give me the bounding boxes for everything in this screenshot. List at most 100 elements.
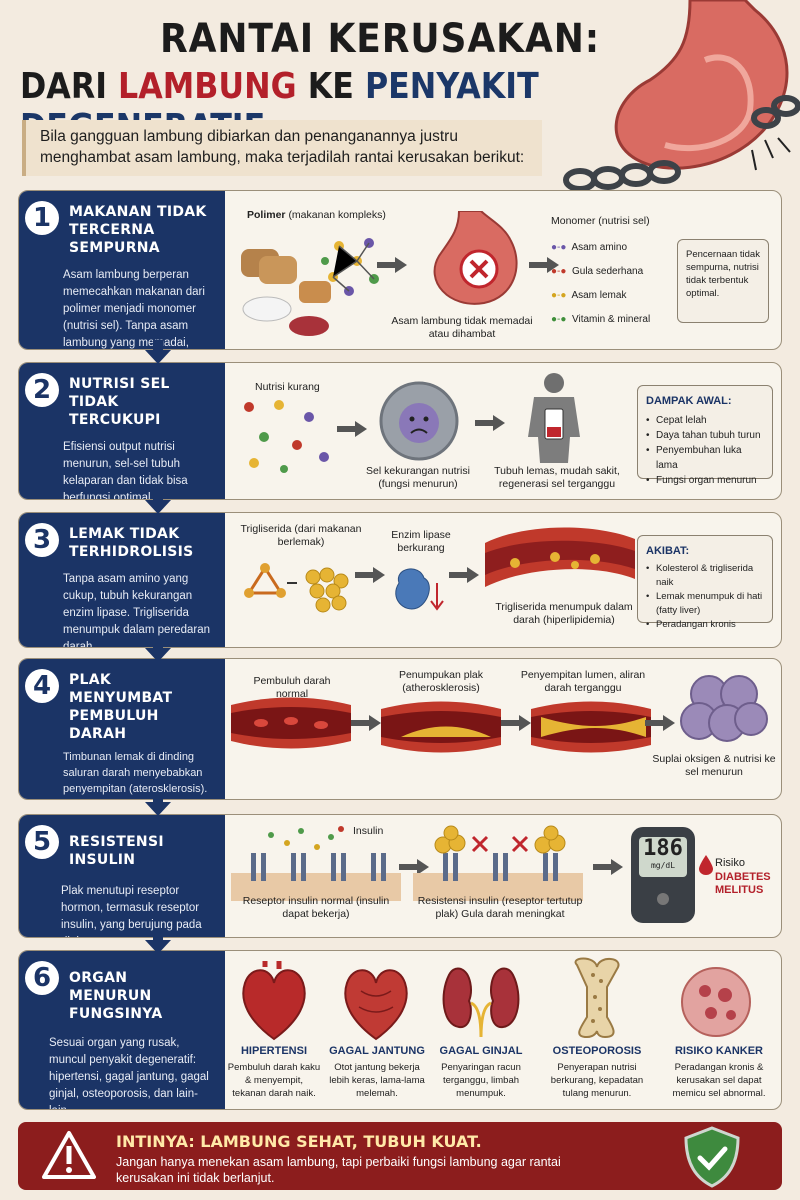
akibat-box: AKIBAT: Kolesterol & trigliserida naik L… [637, 535, 773, 632]
organ-desc: Penyaringan racun terganggu, limbah menu… [441, 1062, 521, 1099]
dampak-awal-box: DAMPAK AWAL: Cepat lelah Daya tahan tubu… [637, 385, 773, 488]
organ-name: HIPERTENSI [240, 1045, 307, 1057]
risk-label: Risiko [715, 857, 745, 869]
organ-desc: Penyerapan nutrisi berkurang, kepadatan … [550, 1062, 644, 1099]
heart-icon [242, 961, 306, 1041]
box-title: DAMPAK AWAL: [646, 395, 732, 407]
stomach-blocked-icon [433, 211, 518, 305]
step-1-panel: 1 MAKANAN TIDAK TERCERNA SEMPURNA Asam l… [18, 190, 782, 350]
food-polymer-icon [241, 238, 379, 336]
arrow-right-icon [529, 257, 559, 273]
glucose-meter: 186 mg/dL [631, 827, 695, 923]
organ-desc: Peradangan kronis & kerusakan sel dapat … [672, 1062, 766, 1099]
conclusion-headline: INTINYA: LAMBUNG SEHAT, TUBUH KUAT. [116, 1132, 482, 1151]
nutrient-dots-icon [244, 400, 329, 473]
box-item: Daya tahan tubuh turun [646, 428, 764, 443]
step-number: 5 [25, 825, 59, 859]
organ-name: GAGAL JANTUNG [329, 1045, 425, 1057]
stomach-label: Asam lambung tidak memadai atau dihambat [391, 315, 533, 340]
plaque-vessel-icon [381, 701, 501, 753]
step-description: Timbunan lemak di dinding saluran darah … [63, 751, 208, 795]
organ-name: OSTEOPOROSIS [552, 1045, 642, 1057]
kidney-icon [442, 967, 520, 1038]
arrow-right-icon [355, 567, 385, 583]
cell-cluster-icon [680, 675, 768, 742]
box-item: Penyembuhan luka lama [646, 443, 764, 473]
narrowing-label: Penyempitan lumen, aliran darah tergangg… [520, 669, 646, 694]
chained-stomach-illustration [563, 0, 800, 192]
insulin-resistance-icon [413, 825, 583, 901]
box-item: Fungsi organ menurun [646, 473, 764, 488]
step-4-sidebar: 4 PLAK MENYUMBAT PEMBULUH DARAH Timbunan… [19, 659, 225, 799]
box-item: Kolesterol & trigliserida naik [646, 562, 764, 590]
monomer-item: ●-● Vitamin & mineral [551, 314, 651, 325]
organ-name: RISIKO KANKER [674, 1045, 763, 1057]
step-1-sidebar: 1 MAKANAN TIDAK TERCERNA SEMPURNA Asam l… [19, 191, 225, 349]
step-number: 1 [25, 201, 59, 235]
step-2-panel: 2 NUTRISI SEL TIDAK TERCUKUPI Efisiensi … [18, 362, 782, 500]
diabetes-label: DIABETES MELITUS [715, 871, 771, 896]
plaque-label: Penumpukan plak (atherosklerosis) [398, 669, 484, 694]
step-2-sidebar: 2 NUTRISI SEL TIDAK TERCUKUPI Efisiensi … [19, 363, 225, 499]
lipase-label: Enzim lipase berkurang [391, 529, 451, 554]
title-word-lambung: LAMBUNG [118, 66, 297, 107]
step-title: PLAK MENYUMBAT PEMBULUH DARAH [69, 672, 173, 742]
arrow-right-icon [377, 257, 407, 273]
polimer-label: Polimer (makanan kompleks) [247, 209, 386, 221]
cancer-cell-icon [681, 967, 751, 1037]
oxygen-supply-label: Suplai oksigen & nutrisi ke sel menurun [652, 753, 776, 778]
hiperlipidemia-label: Trigliserida menumpuk dalam darah (hiper… [495, 601, 633, 626]
monomer-label: Monomer (nutrisi sel) [551, 215, 650, 227]
step-6-sidebar: 6 ORGAN MENURUN FUNGSINYA Sesuai organ y… [19, 951, 225, 1109]
box-item: Cepat lelah [646, 413, 764, 428]
arrow-down-icon [145, 792, 171, 816]
arrow-right-icon [351, 715, 381, 731]
box-item: Peradangan kronis [646, 618, 764, 632]
arrow-down-icon [145, 930, 171, 954]
weak-body-label: Tubuh lemas, mudah sakit, regenerasi sel… [494, 465, 620, 490]
step-number: 3 [25, 523, 59, 557]
intro-text: Bila gangguan lambung dibiarkan dan pena… [22, 120, 542, 176]
normal-vessel-icon [231, 697, 351, 749]
step-3-panel: 3 LEMAK TIDAK TERHIDROLISIS Tanpa asam a… [18, 512, 782, 648]
step-number: 6 [25, 961, 59, 995]
title-word-ke: KE [307, 66, 354, 107]
step-description: Tanpa asam amino yang cukup, tubuh kekur… [63, 573, 211, 648]
box-item: Lemak menumpuk di hati (fatty liver) [646, 590, 764, 618]
warning-icon [42, 1131, 96, 1179]
meter-value: 186 [643, 836, 683, 861]
title-line-1: RANTAI KERUSAKAN: [159, 16, 601, 62]
arrow-down-icon [145, 638, 171, 662]
nutrisi-kurang-label: Nutrisi kurang [255, 381, 320, 393]
step-title: ORGAN MENURUN FUNGSINYA [69, 970, 163, 1022]
arrow-right-icon [449, 567, 479, 583]
blood-vessel-fat-icon [485, 527, 635, 587]
sad-cell-icon [379, 381, 459, 461]
step-number: 4 [25, 669, 59, 703]
step-description: Efisiensi output nutrisi menurun, sel-se… [63, 441, 188, 500]
arrow-right-icon [645, 715, 675, 731]
step-5-sidebar: 5 RESISTENSI INSULIN Plak menutupi resep… [19, 815, 225, 937]
monomer-item: ●-● Gula sederhana [551, 266, 644, 277]
arrow-down-icon [145, 490, 171, 514]
conclusion-text: Jangan hanya menekan asam lambung, tapi … [116, 1155, 561, 1185]
step-6-panel: 6 ORGAN MENURUN FUNGSINYA Sesuai organ y… [18, 950, 782, 1110]
insulin-receptor-normal-icon [231, 826, 401, 901]
step-3-sidebar: 3 LEMAK TIDAK TERHIDROLISIS Tanpa asam a… [19, 513, 225, 647]
arrow-right-icon [337, 421, 367, 437]
organ-desc: Otot jantung bekerja lebih keras, lama-l… [329, 1062, 425, 1099]
step-title: LEMAK TIDAK TERHIDROLISIS [69, 526, 194, 560]
conclusion-banner: INTINYA: LAMBUNG SEHAT, TUBUH KUAT. Jang… [18, 1122, 782, 1190]
step-description: Asam lambung berperan memecahkan makanan… [63, 269, 205, 349]
step-number: 2 [25, 373, 59, 407]
organ-desc: Pembuluh darah kaku & menyempit, tekanan… [227, 1062, 321, 1099]
organ-name: GAGAL GINJAL [439, 1045, 523, 1057]
box-title: AKIBAT: [646, 545, 690, 557]
step-title: RESISTENSI INSULIN [69, 834, 164, 868]
trigliserida-label: Trigliserida (dari makanan berlemak) [240, 523, 362, 548]
resistance-label: Resistensi insulin (reseptor tertutup pl… [417, 895, 583, 920]
normal-receptor-label: Reseptor insulin normal (insulin dapat b… [242, 895, 390, 920]
step-4-panel: 4 PLAK MENYUMBAT PEMBULUH DARAH Timbunan… [18, 658, 782, 800]
shield-check-icon [684, 1126, 740, 1188]
insulin-label: Insulin [353, 825, 384, 837]
